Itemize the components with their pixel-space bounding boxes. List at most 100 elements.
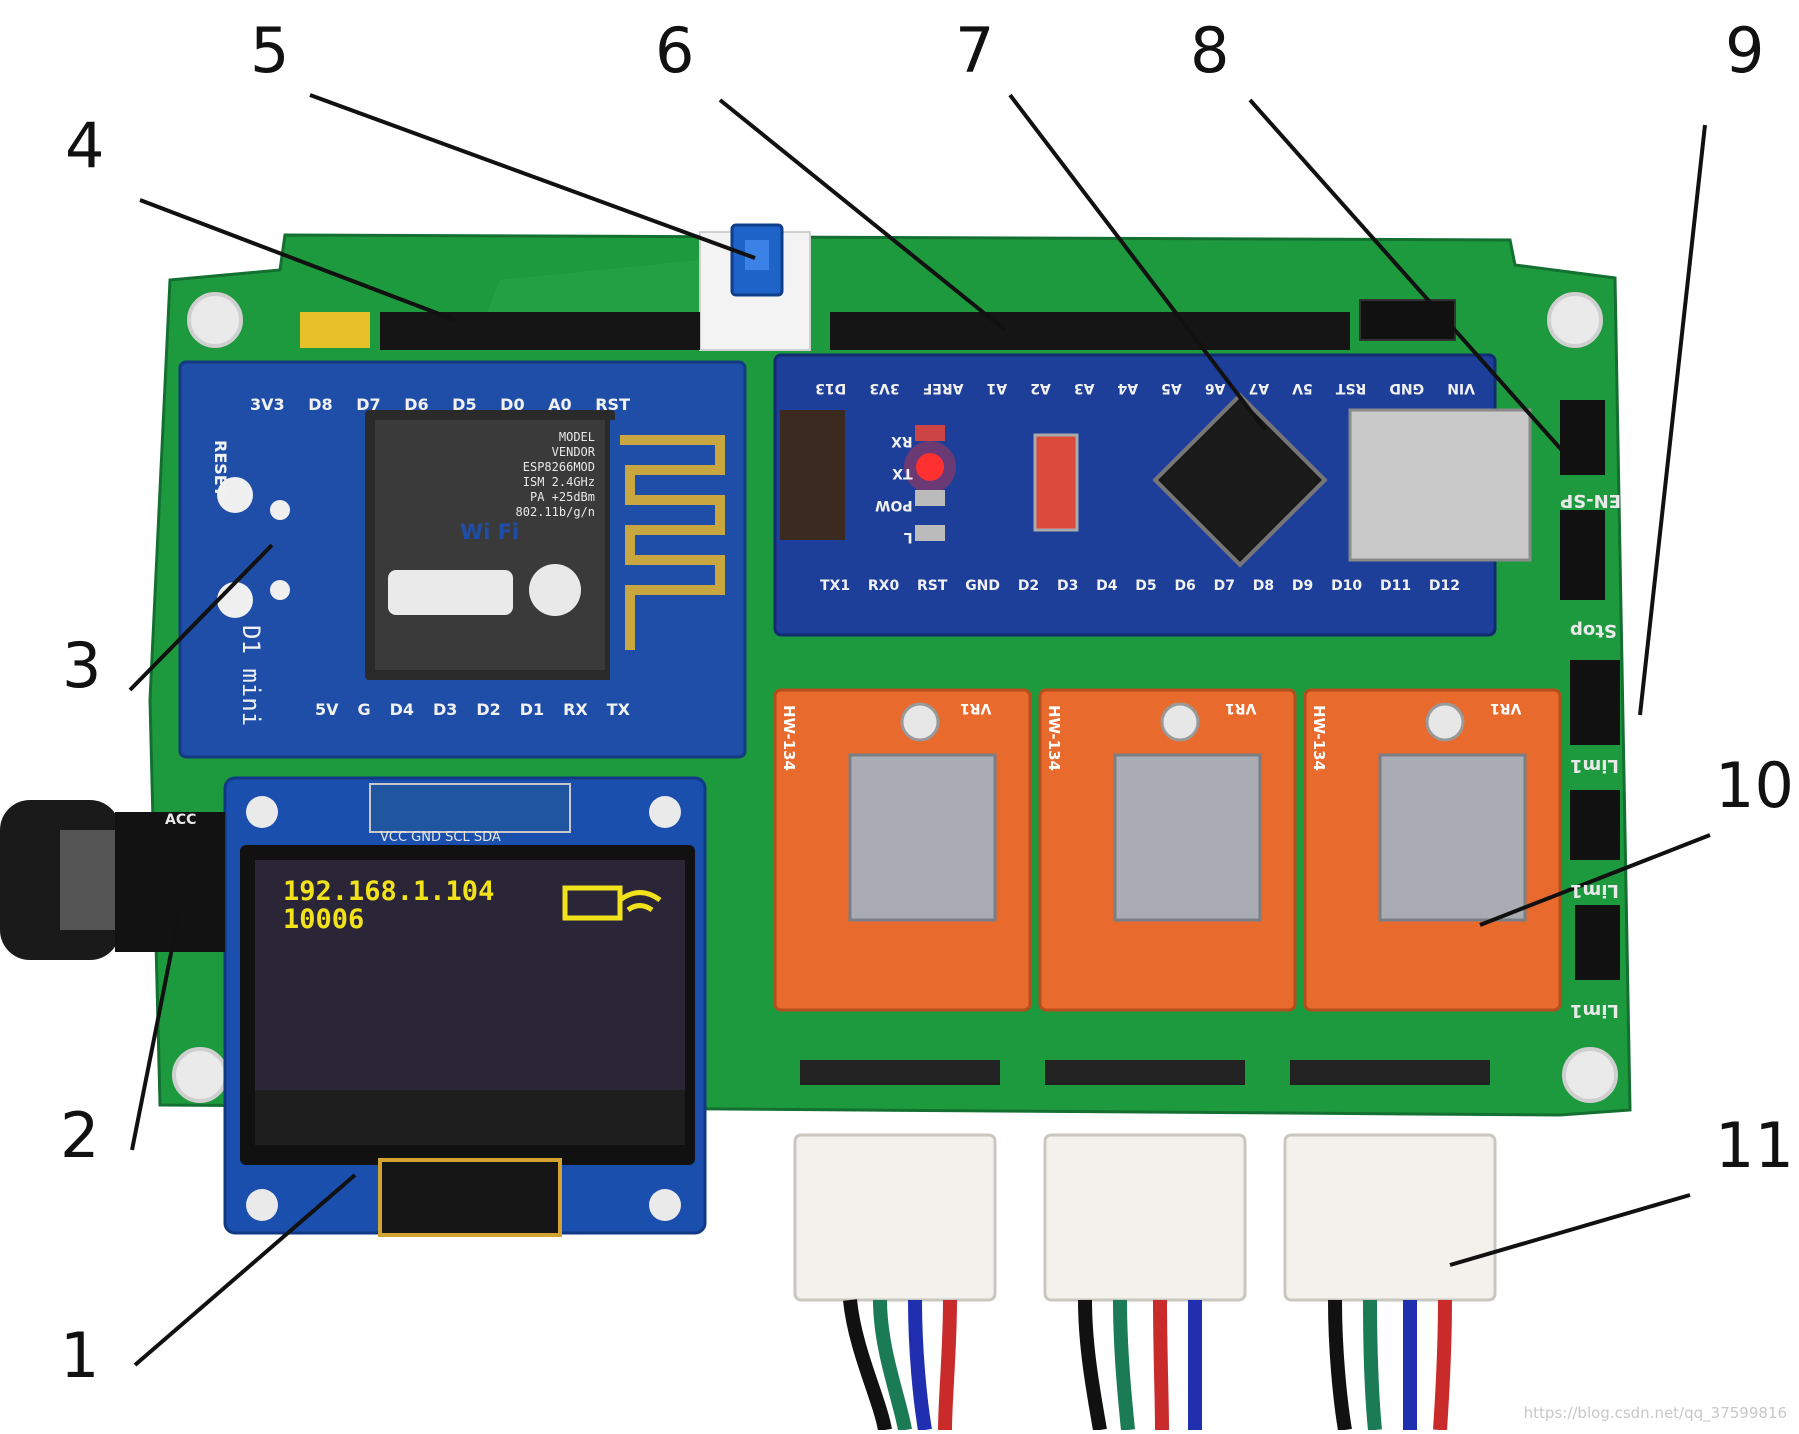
- pin-label: GND: [965, 578, 1001, 594]
- nano-led-labels: L POW TX RX: [875, 425, 913, 553]
- module-line: VENDOR: [551, 445, 595, 459]
- led-label: POW: [875, 497, 913, 513]
- board-label: EN-SP: [1560, 490, 1621, 511]
- module-line: MODEL: [558, 430, 595, 444]
- pin-label: D6: [1174, 578, 1196, 594]
- pin-label: A0: [548, 395, 572, 414]
- board-label: Stop: [1570, 620, 1617, 641]
- pin-label: A1: [986, 380, 1008, 396]
- d1-mini-board: [178, 360, 747, 759]
- arduino-nano: [773, 353, 1532, 637]
- pin-label: D3: [432, 700, 458, 719]
- pin-label: D13: [815, 380, 847, 396]
- module-line: ISM 2.4GHz: [522, 475, 595, 489]
- callout-10: 10: [1715, 749, 1794, 822]
- callout-3: 3: [62, 629, 102, 702]
- motor-connectors: [793, 1060, 1497, 1432]
- led-label: L: [903, 529, 913, 545]
- d1-bottom-pin-labels: 5V G D4 D3 D2 D1 RX TX: [315, 700, 630, 719]
- pin-label: TX: [606, 700, 630, 719]
- mount-hole-icon: [187, 292, 243, 348]
- pin-label: D10: [1331, 578, 1363, 594]
- d1-top-pin-labels: 3V3 D8 D7 D6 D5 D0 A0 RST: [250, 395, 630, 414]
- pin-label: A3: [1073, 380, 1095, 396]
- leader-lines: [128, 93, 1711, 1367]
- nano-bottom-pin-labels: TX1 RX0 RST GND D2 D3 D4 D5 D6 D7 D8 D9 …: [820, 578, 1460, 594]
- stepper-drivers: [773, 688, 1562, 1012]
- pin-label: 3V3: [869, 380, 900, 396]
- pin-label: D2: [476, 700, 501, 719]
- pin-label: D4: [389, 700, 414, 719]
- mount-hole-icon: [1562, 1047, 1618, 1103]
- board-label: Lim1: [1570, 880, 1619, 901]
- side-headers: [1560, 400, 1620, 980]
- pin-label: TX1: [820, 578, 851, 594]
- pin-label: D6: [404, 395, 429, 414]
- module-line: PA +25dBm: [529, 490, 595, 504]
- pin-label: D2: [1017, 578, 1040, 594]
- mount-hole-icon: [1547, 292, 1603, 348]
- pin-label: A4: [1117, 380, 1139, 396]
- board-label: ACC: [165, 812, 197, 828]
- pin-label: RST: [595, 395, 630, 414]
- led-label: TX: [892, 465, 913, 481]
- pin-label: D8: [308, 395, 333, 414]
- pin-label: D11: [1379, 578, 1412, 594]
- pin-label: RST: [916, 578, 948, 594]
- pin-label: D8: [1252, 578, 1275, 594]
- pin-label: 3V3: [250, 395, 285, 414]
- reset-label: RESET: [211, 440, 230, 497]
- pin-label: D5: [452, 395, 477, 414]
- callout-6: 6: [655, 14, 695, 87]
- pin-label: RX0: [867, 578, 900, 594]
- esp-module-text: MODEL VENDOR ESP8266MOD ISM 2.4GHz PA +2…: [395, 430, 595, 520]
- pin-label: GND: [1389, 380, 1425, 396]
- pot-label: VR1: [1490, 700, 1522, 716]
- d1-mini-label: D1 mini: [237, 625, 265, 727]
- board-label: Lim1: [1570, 1000, 1619, 1021]
- wifi-badge: Wi Fi: [460, 520, 520, 544]
- power-jack: [0, 800, 225, 960]
- driver-label: HW-134: [780, 705, 798, 771]
- callout-5: 5: [250, 14, 290, 87]
- nano-top-pin-labels: VIN GND RST 5V A7 A6 A5 A4 A3 A2 A1 AREF…: [815, 380, 1475, 396]
- header-pins: [300, 299, 1456, 350]
- pin-label: 5V: [315, 700, 339, 719]
- oled-port: 10006: [283, 904, 365, 935]
- pin-label: G: [357, 700, 371, 719]
- pin-label: A5: [1161, 380, 1182, 396]
- callout-11: 11: [1715, 1109, 1794, 1182]
- pin-label: D0: [500, 395, 525, 414]
- mount-hole-icon: [172, 1047, 228, 1103]
- pin-label: D7: [356, 395, 381, 414]
- board-label: Lim1: [1570, 755, 1619, 776]
- pin-label: AREF: [922, 380, 964, 396]
- pin-label: D9: [1291, 578, 1314, 594]
- reset-button: [699, 223, 811, 351]
- led-label: RX: [891, 433, 913, 449]
- driver-label: HW-134: [1045, 705, 1063, 771]
- callout-1: 1: [60, 1319, 100, 1392]
- pin-label: D5: [1135, 578, 1157, 594]
- driver-label: HW-134: [1310, 705, 1328, 771]
- pot-label: VR1: [960, 700, 992, 716]
- pin-label: D3: [1056, 578, 1079, 594]
- pin-label: A2: [1030, 380, 1051, 396]
- pin-label: RX: [563, 700, 588, 719]
- callout-4: 4: [65, 109, 105, 182]
- oled-header-label: VCC GND SCL SDA: [380, 830, 501, 845]
- pin-label: A7: [1248, 380, 1270, 396]
- oled-ip-address: 192.168.1.104: [283, 876, 495, 907]
- module-line: ESP8266MOD: [522, 460, 595, 474]
- pot-label: VR1: [1225, 700, 1257, 716]
- callout-7: 7: [955, 14, 995, 87]
- driver-3: [1303, 688, 1562, 1012]
- driver-1: [773, 688, 1032, 1012]
- pin-label: D1: [519, 700, 545, 719]
- pin-label: RST: [1335, 380, 1367, 396]
- pin-label: VIN: [1447, 380, 1475, 396]
- pin-label: D7: [1213, 578, 1235, 594]
- pin-label: A6: [1204, 380, 1226, 396]
- pin-label: D12: [1428, 578, 1460, 594]
